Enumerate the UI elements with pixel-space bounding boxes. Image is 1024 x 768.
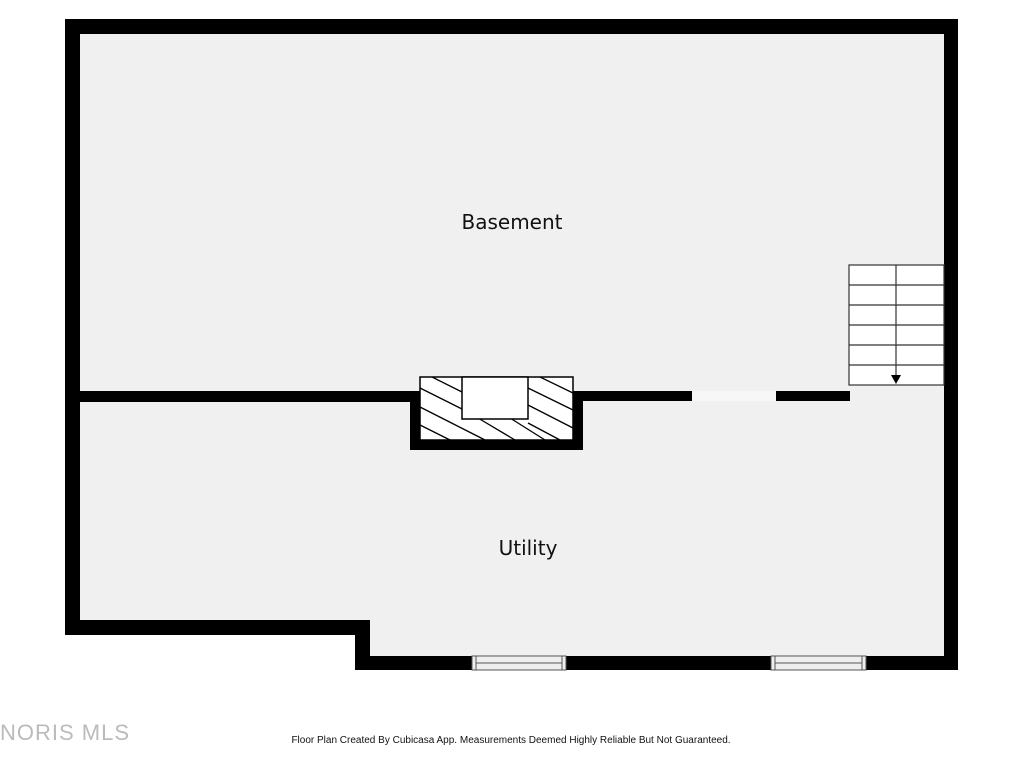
window-left	[471, 655, 567, 671]
floor-area	[80, 34, 944, 656]
interior-wall-right	[776, 391, 850, 401]
room-label-utility: Utility	[498, 536, 558, 560]
interior-wall-left	[80, 391, 415, 402]
doorway[interactable]	[692, 391, 776, 401]
room-label-basement: Basement	[461, 210, 563, 234]
watermark-logo: NORIS MLS	[0, 720, 131, 745]
interior-wall-mid	[576, 391, 692, 401]
stairs-down-arrow-icon	[891, 375, 901, 384]
window-right	[770, 655, 867, 671]
fireplace	[410, 376, 583, 450]
footer-disclaimer: Floor Plan Created By Cubicasa App. Meas…	[291, 735, 731, 746]
stairs[interactable]	[848, 264, 945, 386]
